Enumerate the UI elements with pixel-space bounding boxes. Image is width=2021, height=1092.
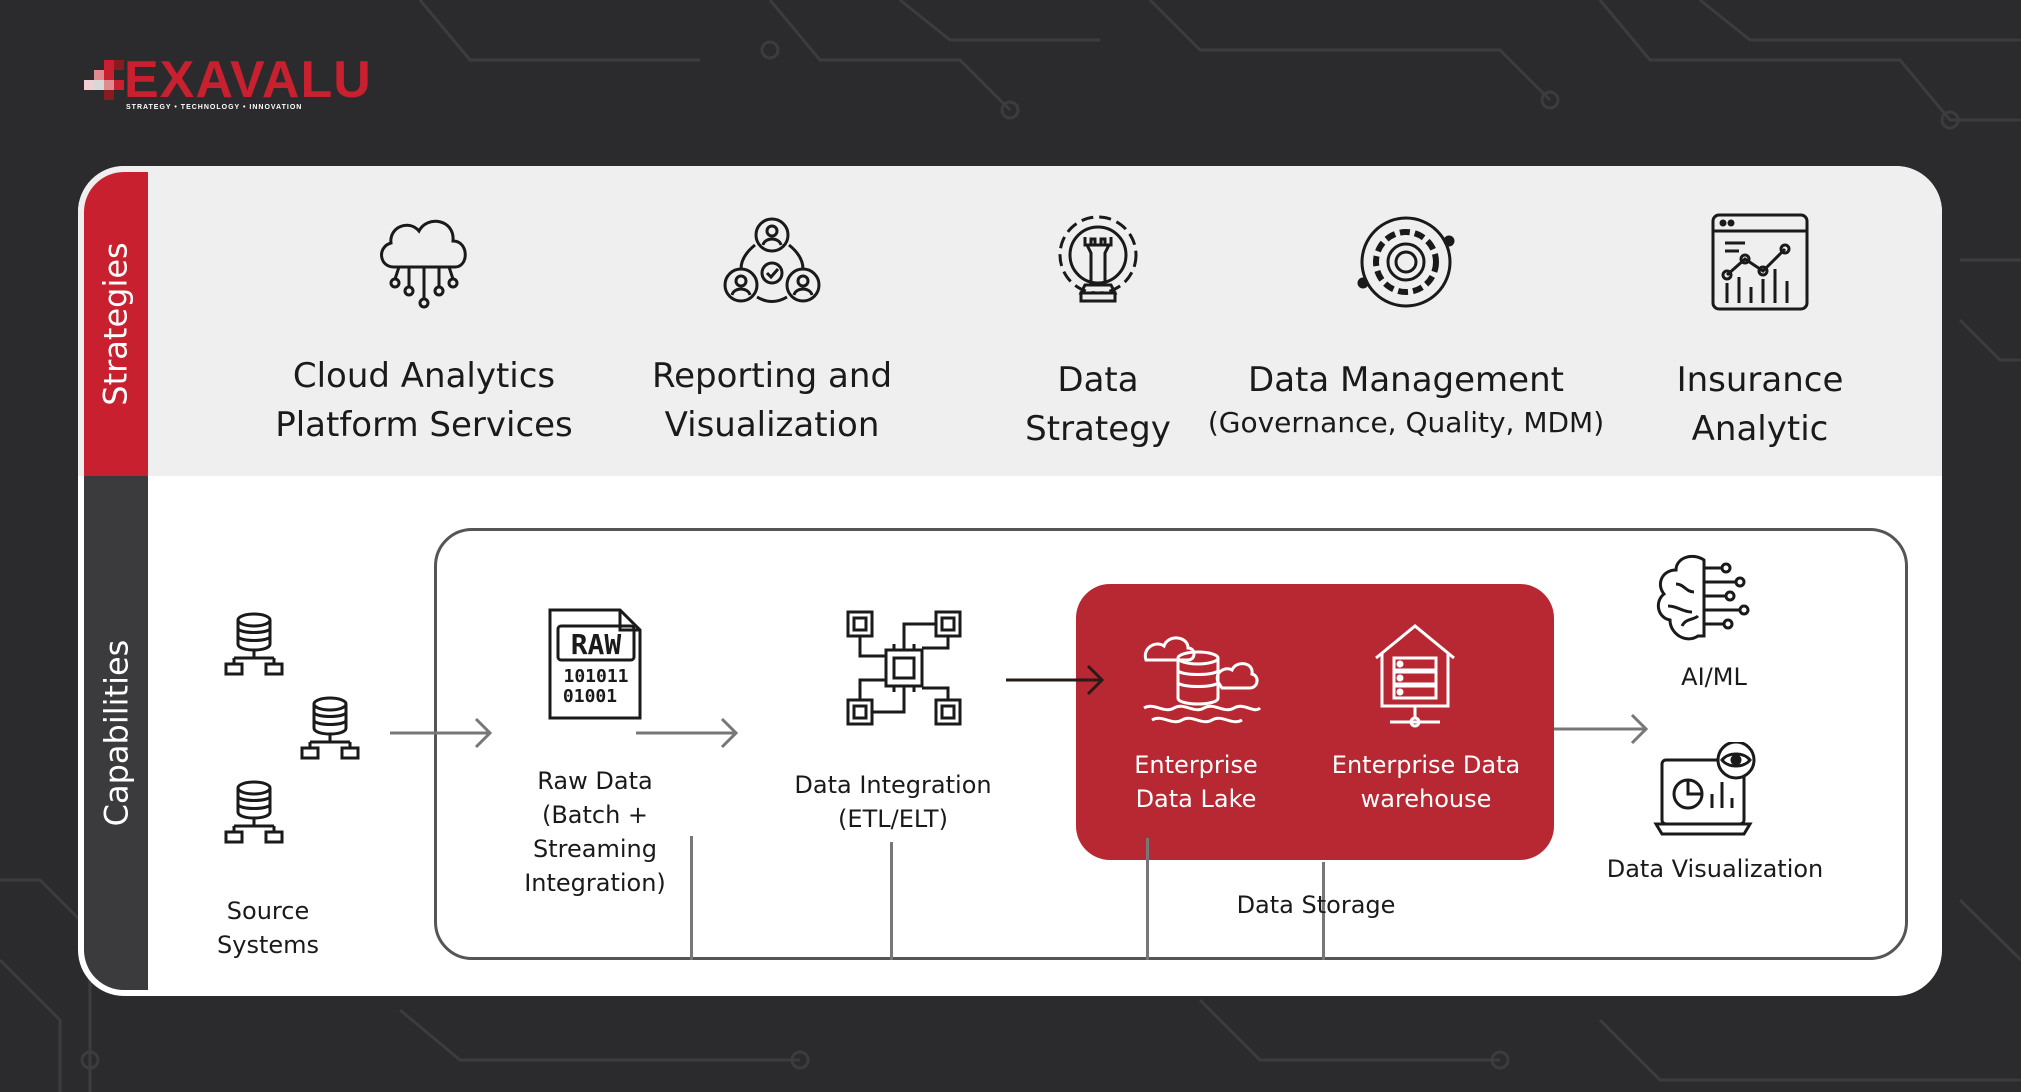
data-storage-label: Data Storage <box>1236 891 1396 919</box>
database-server-icon <box>224 612 284 676</box>
framework-card: Strategies Capabilities Cloud Analytics … <box>78 166 1942 996</box>
brand-name: EXAVALU <box>124 51 372 109</box>
raw-file-icon-bits-bottom: 01001 <box>563 686 617 707</box>
database-server-icon <box>300 696 360 760</box>
strategy-data-management: Data Management (Governance, Quality, MD… <box>1196 202 1616 441</box>
arrow-raw-to-integration <box>636 717 739 749</box>
strategy-insurance-analytics: Insurance Analytic <box>1630 202 1890 454</box>
monitor-chart-icon <box>1653 742 1756 836</box>
capabilities-tab: Capabilities <box>84 476 148 990</box>
connector-line <box>1146 838 1149 960</box>
data-integration-label: Data Integration (ETL/ELT) <box>794 771 992 833</box>
gear-chess-rook-icon <box>1058 215 1138 303</box>
enterprise-data-lake-label: Enterprise Data Lake <box>1134 751 1258 813</box>
capabilities-flow-frame <box>434 528 1908 960</box>
data-storage-panel <box>1076 584 1554 860</box>
source-systems-icon-group <box>224 612 360 844</box>
source-systems-label: Source Systems <box>217 897 319 959</box>
strategy-reporting: Reporting and Visualization <box>592 202 952 450</box>
brand-tagline: STRATEGY • TECHNOLOGY • INNOVATION <box>126 104 303 111</box>
strategy-title: Data Management (Governance, Quality, MD… <box>1207 360 1605 439</box>
arrow-source-to-raw <box>390 717 493 749</box>
logo-pixel-mark <box>84 60 124 100</box>
strategy-title: Data Strategy <box>1025 360 1171 449</box>
strategies-band <box>78 166 1942 476</box>
connector-line <box>690 836 693 960</box>
arrow-storage-to-outputs <box>1554 713 1649 745</box>
ai-ml-label: AI/ML <box>1681 663 1747 691</box>
raw-data-label: Raw Data (Batch + Streaming Integration) <box>524 767 666 897</box>
strategy-data-strategy: Data Strategy <box>918 202 1278 454</box>
circuit-chip-icon <box>846 610 962 726</box>
strategy-cloud-analytics: Cloud Analytics Platform Services <box>244 202 604 450</box>
team-cycle-icon <box>723 217 821 303</box>
strategies-tab: Strategies <box>84 172 148 476</box>
brain-circuit-icon <box>1656 554 1750 641</box>
data-lake-icon <box>1143 636 1262 724</box>
data-visualization-label: Data Visualization <box>1606 855 1824 883</box>
gear-icon <box>1357 216 1455 308</box>
strategy-title: Insurance Analytic <box>1676 360 1844 449</box>
cloud-network-icon <box>380 219 467 309</box>
raw-file-icon: RAW 101011 01001 <box>548 608 642 720</box>
raw-file-icon-label: RAW <box>571 628 622 661</box>
database-server-icon <box>224 780 284 844</box>
connector-line <box>890 842 893 960</box>
analytics-dashboard-icon <box>1711 213 1809 311</box>
data-warehouse-icon <box>1375 624 1455 728</box>
exavalu-logo: EXAVALU STRATEGY • TECHNOLOGY • INNOVATI… <box>80 51 371 116</box>
enterprise-data-warehouse-label: Enterprise Data warehouse <box>1331 751 1521 813</box>
connector-line <box>1322 862 1325 960</box>
strategy-title: Cloud Analytics Platform Services <box>275 356 573 445</box>
strategy-title: Reporting and Visualization <box>651 356 893 445</box>
flow-arrows <box>390 664 1649 749</box>
arrow-integration-to-storage <box>1006 664 1105 696</box>
raw-file-icon-bits-top: 101011 <box>563 666 628 687</box>
